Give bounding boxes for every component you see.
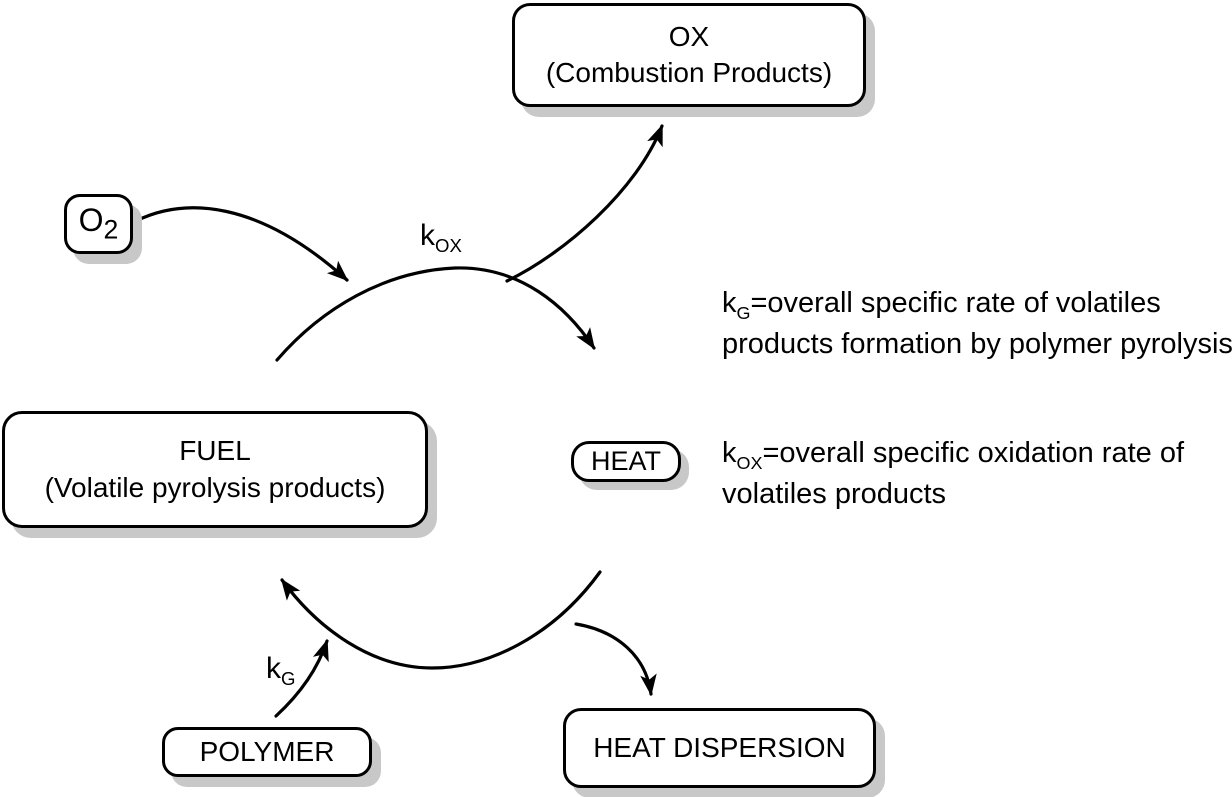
node-o2-label: O2 [78, 202, 119, 245]
node-heat: HEAT [571, 441, 681, 482]
arrow-polymer-kg [274, 639, 329, 718]
arrow-o2-to-arc [134, 206, 349, 282]
arrow-to-ox [505, 124, 664, 283]
node-fuel-title: FUEL [179, 435, 251, 467]
node-fuel: FUEL (Volatile pyrolysis products) [2, 411, 428, 528]
o2-subscript: 2 [103, 214, 119, 245]
node-heat-dispersion: HEAT DISPERSION [563, 708, 876, 788]
arc-fuel-to-heat [275, 266, 596, 362]
rate-label-kg: kG [266, 652, 296, 689]
node-heat-dispersion-label: HEAT DISPERSION [593, 731, 846, 763]
arrow-to-heat-dispersion [574, 622, 657, 696]
node-ox-title: OX [668, 20, 710, 52]
node-heat-label: HEAT [590, 445, 661, 476]
node-ox-subtitle: (Combustion Products) [545, 57, 833, 88]
node-polymer-label: POLYMER [199, 735, 335, 767]
node-o2: O2 [64, 194, 133, 254]
rate-label-kox: kOX [420, 219, 462, 256]
node-ox: OX (Combustion Products) [512, 3, 866, 107]
definition-kg: kG=overall specific rate of volatiles pr… [722, 287, 1232, 360]
node-polymer: POLYMER [162, 727, 372, 777]
arc-heat-to-fuel [280, 570, 602, 670]
definition-kox: kOX=overall specific oxidation rate of v… [722, 437, 1185, 510]
node-fuel-subtitle: (Volatile pyrolysis products) [44, 471, 386, 503]
